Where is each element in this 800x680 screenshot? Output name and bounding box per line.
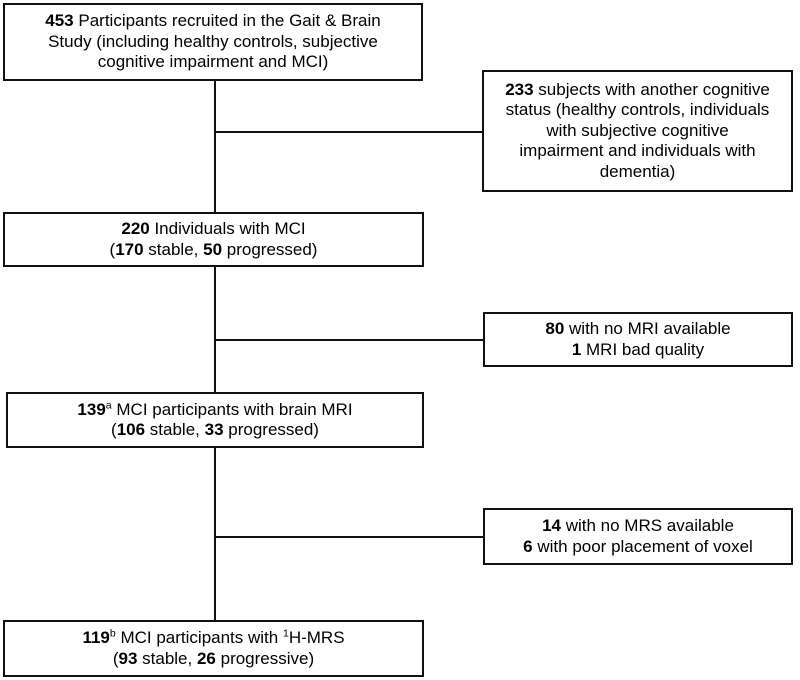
main-vertical-connector-line <box>214 80 216 621</box>
box-mci-with-h-mrs: 119b MCI participants with 1H-MRS(93 sta… <box>3 620 424 677</box>
box-recruited-participants: 453 Participants recruited in the Gait &… <box>3 3 423 81</box>
branch-line-excluded-cognitive <box>215 131 482 133</box>
box-mci-individuals: 220 Individuals with MCI(170 stable, 50 … <box>3 212 424 267</box>
branch-line-excluded-mrs <box>215 536 483 538</box>
branch-line-excluded-mri <box>215 339 483 341</box>
box-mci-with-brain-mri: 139a MCI participants with brain MRI(106… <box>6 392 424 448</box>
